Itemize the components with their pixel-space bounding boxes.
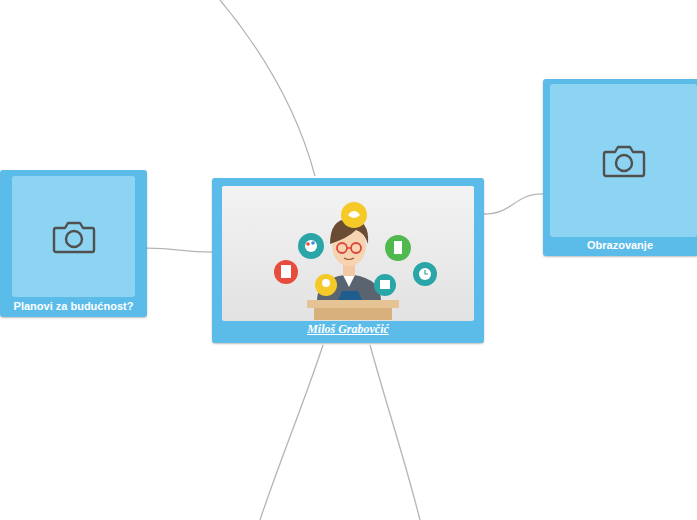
branch-line (370, 345, 420, 520)
person-illustration (222, 186, 474, 321)
image-panel (550, 84, 697, 237)
camera-icon (602, 143, 646, 179)
branch-line (260, 345, 323, 520)
central-topic: Miloš Grabovčić (212, 178, 484, 343)
topic-box: Obrazovanje (543, 79, 697, 256)
camera-icon (52, 219, 96, 255)
topic-label: Obrazovanje (543, 238, 697, 253)
image-panel (12, 176, 135, 297)
topic-box: Planovi za budućnost? (0, 170, 147, 317)
topic-label: Planovi za budućnost? (0, 299, 147, 314)
image-panel (222, 186, 474, 321)
branch-line (220, 0, 315, 176)
connector (147, 248, 212, 252)
connector (484, 194, 543, 214)
topic-label: Miloš Grabovčić (212, 321, 484, 337)
